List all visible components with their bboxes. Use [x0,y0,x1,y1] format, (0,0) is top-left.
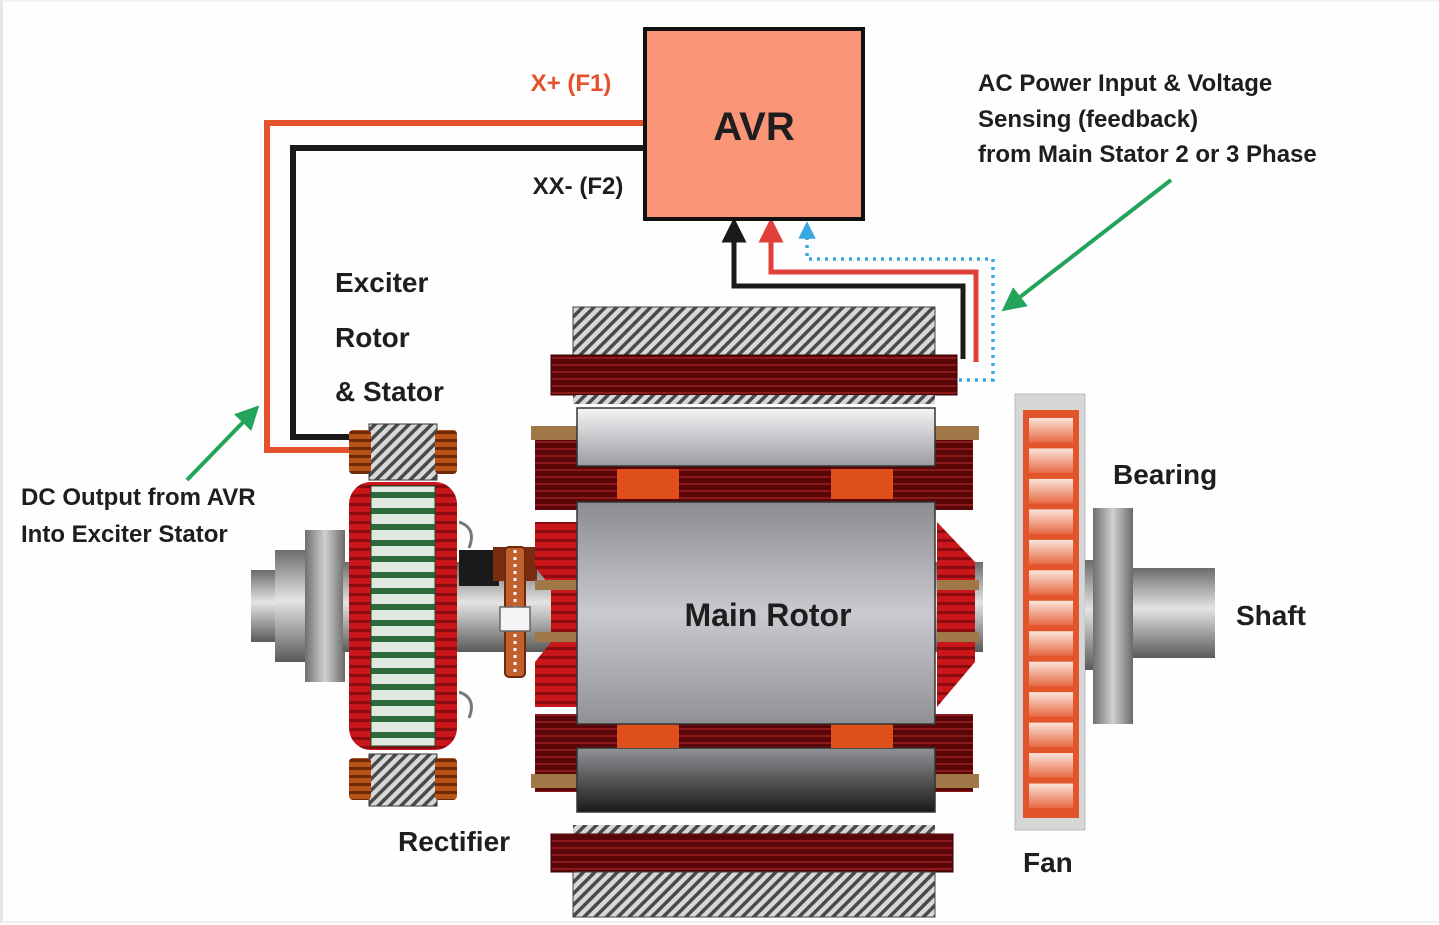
rectifier [493,546,537,678]
label-bearing: Bearing [1113,459,1217,490]
wire-sensing-black [721,217,966,359]
exciter-stator [349,423,457,807]
wire-sensing-red [758,217,979,362]
fan-blade [1029,600,1073,626]
field-wires [264,120,645,453]
fan-blade [1029,509,1073,534]
avr-unit: AVR [643,27,865,221]
label-dc-output-line2: Into Exciter Stator [21,521,228,548]
fan-blade [1029,692,1073,717]
fan-blade [1029,418,1073,443]
main-rotor-body [576,501,936,725]
bearing [1093,508,1133,724]
main-stator-top [550,306,958,404]
sensing-wires [721,217,995,382]
avr-box [643,27,865,221]
fan-blade [1029,783,1073,808]
exciter-rotor [349,482,499,750]
label-ac-input-line1: AC Power Input & Voltage [978,70,1272,97]
fan [1014,393,1086,831]
fan-blades [1029,418,1073,808]
wire-positive-f1 [264,120,645,453]
label-ac-input: AC Power Input & Voltage Sensing (feedba… [978,70,1317,168]
label-shaft: Shaft [1236,600,1306,631]
arrow-dc-output-icon [185,405,260,482]
label-ac-input-line2: Sensing (feedback) [978,106,1198,133]
fan-blade [1029,539,1073,565]
fan-blade [1029,631,1073,656]
label-ac-input-line3: from Main Stator 2 or 3 Phase [978,141,1317,168]
label-exciter-line1: Exciter [335,267,428,298]
main-stator-bottom [550,825,954,918]
wire-label-negative: XX- (F2) [533,173,624,200]
label-fan: Fan [1023,847,1073,878]
fan-blade [1029,448,1073,473]
fan-blade [1029,478,1073,504]
label-exciter-line3: & Stator [335,376,444,407]
wire-negative-f2 [290,145,645,440]
fan-blade [1029,570,1073,595]
wire-sensing-dotted [798,221,995,382]
label-exciter-line2: Rotor [335,322,410,353]
fan-blade [1029,753,1073,778]
label-rectifier: Rectifier [398,826,510,857]
avr-label: AVR [713,105,795,149]
right-shaft-assembly [1085,508,1215,724]
main-rotor-label: Main Rotor [684,597,851,633]
generator-diagram: AVR X+ (F1) XX- (F2) [21,27,1317,918]
wire-label-positive: X+ (F1) [531,70,612,97]
label-dc-output-line1: DC Output from AVR [21,484,256,511]
label-exciter: Exciter Rotor & Stator [335,267,444,407]
fan-blade [1029,722,1073,748]
main-rotor-windings [531,407,979,813]
label-dc-output: DC Output from AVR Into Exciter Stator [21,484,256,548]
shaft-end [1133,568,1215,658]
fan-blade [1029,661,1073,687]
arrow-ac-input-icon [1001,178,1173,312]
